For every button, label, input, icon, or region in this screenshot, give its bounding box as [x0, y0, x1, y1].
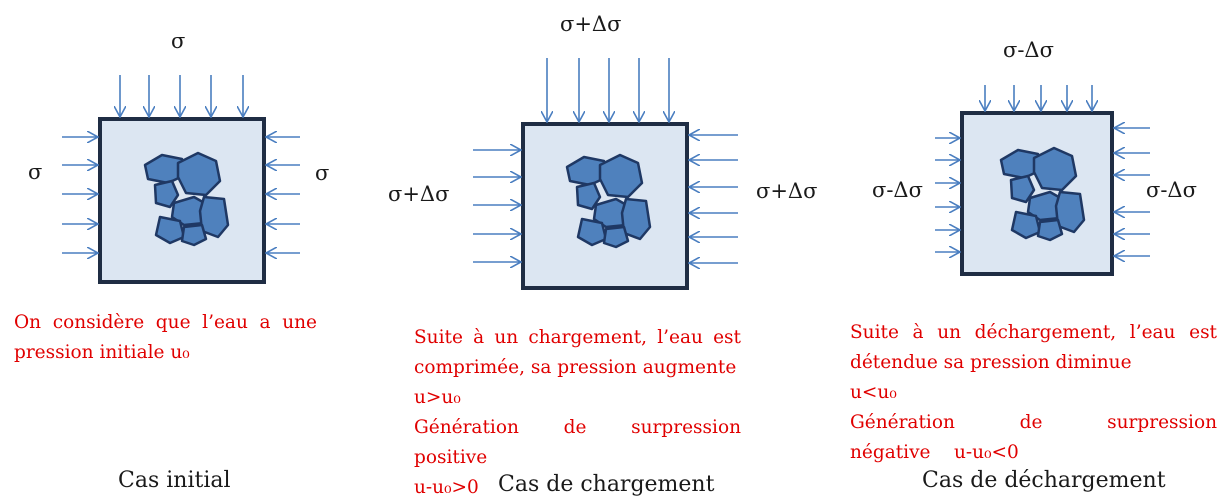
- soil-grains: [565, 153, 652, 249]
- panel-loading: [473, 58, 738, 290]
- soil-grains: [999, 146, 1086, 242]
- left-arrows: [473, 150, 521, 262]
- description-line: u-u₀>0: [414, 477, 479, 498]
- caption-unloading: Cas de déchargement: [922, 468, 1166, 493]
- description-line: négative u-u₀<0: [850, 442, 1019, 463]
- panel-initial: [62, 75, 300, 284]
- right-arrows: [1114, 128, 1150, 256]
- description-line: Génération de surpression: [850, 412, 1217, 433]
- panel-unloading: [935, 85, 1150, 276]
- top-arrows: [985, 85, 1092, 111]
- stress-label-top: σ-Δσ: [1003, 38, 1054, 62]
- stress-label-left: σ: [28, 160, 43, 184]
- description-line: Suite à un chargement, l’eau est comprim…: [414, 327, 741, 378]
- right-arrows: [266, 137, 300, 253]
- right-arrows: [689, 135, 738, 263]
- left-arrows: [62, 137, 98, 253]
- stress-label-top: σ: [171, 29, 186, 53]
- description-line: Génération de surpression positive: [414, 417, 741, 468]
- description-line: Suite à un déchargement, l’eau est déten…: [850, 322, 1217, 373]
- stress-label-left: σ+Δσ: [388, 182, 450, 206]
- soil-grains: [143, 151, 230, 247]
- soil-element-box: [960, 111, 1114, 276]
- description-line: u>u₀: [414, 387, 461, 408]
- description-line: On considère que l’eau a une pression in…: [14, 312, 317, 363]
- top-arrows: [120, 75, 243, 117]
- description-line: u<u₀: [850, 382, 897, 403]
- stress-label-top: σ+Δσ: [560, 12, 622, 36]
- stress-label-right: σ: [315, 161, 330, 185]
- stress-label-left: σ-Δσ: [872, 178, 923, 202]
- description-unloading: Suite à un déchargement, l’eau est déten…: [850, 318, 1217, 468]
- caption-initial: Cas initial: [118, 468, 231, 493]
- description-loading: Suite à un chargement, l’eau est comprim…: [414, 323, 741, 503]
- stress-label-right: σ-Δσ: [1146, 178, 1197, 202]
- description-initial: On considère que l’eau a une pression in…: [14, 308, 317, 368]
- caption-loading: Cas de chargement: [498, 472, 715, 497]
- stress-label-right: σ+Δσ: [756, 179, 818, 203]
- left-arrows: [935, 138, 960, 252]
- top-arrows: [547, 58, 669, 122]
